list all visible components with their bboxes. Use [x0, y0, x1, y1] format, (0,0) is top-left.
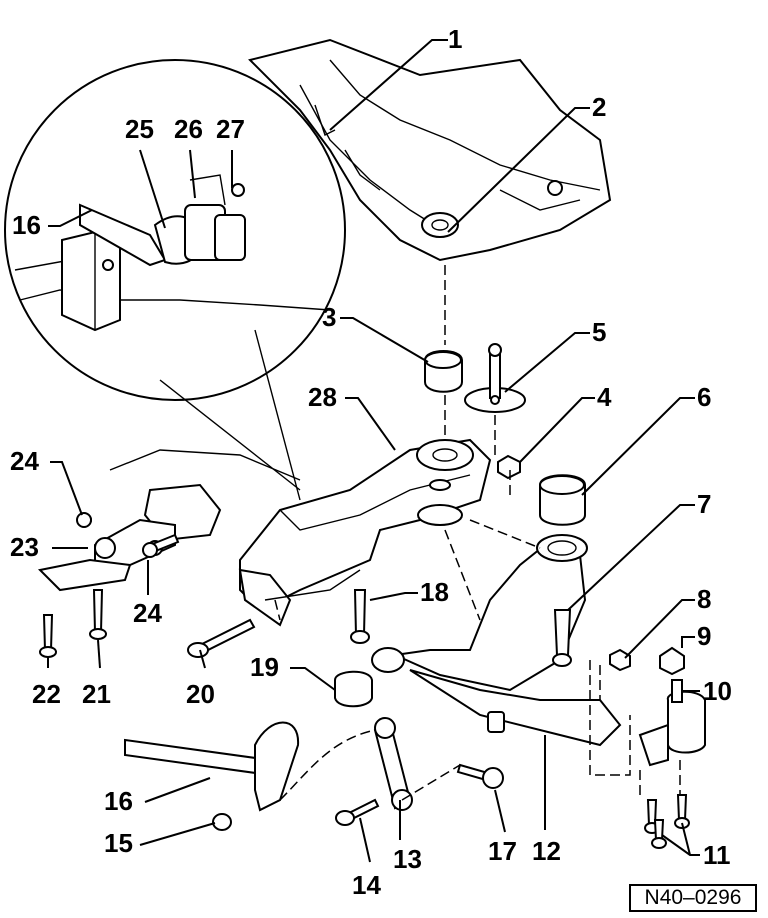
inset-reference-lines: [159, 329, 301, 501]
callout-3: 3: [322, 302, 336, 332]
control-arm: [371, 534, 622, 747]
ball-joint: [638, 679, 706, 767]
mounting-bolt-washer: [464, 343, 526, 413]
callout-19: 19: [250, 652, 279, 682]
callout-6: 6: [697, 382, 711, 412]
callout-4: 4: [597, 382, 612, 412]
leader-lines: [47, 39, 700, 863]
callout-11: 11: [703, 840, 731, 870]
callout-24-top: 24: [10, 446, 39, 476]
callout-5: 5: [592, 317, 606, 347]
anti-roll-bar-and-link: [124, 717, 413, 831]
callout-14: 14: [352, 870, 381, 900]
callout-25: 25: [125, 114, 154, 144]
callout-24-bottom: 24: [133, 598, 162, 628]
callout-27: 27: [216, 114, 245, 144]
subframe-crossmember: [238, 438, 492, 627]
callout-16-main: 16: [104, 786, 133, 816]
callout-17: 17: [488, 836, 517, 866]
callout-22: 22: [32, 679, 61, 709]
callout-8: 8: [697, 584, 711, 614]
callout-28: 28: [308, 382, 337, 412]
assembly-guide-lines: [274, 265, 681, 801]
callout-12: 12: [532, 836, 561, 866]
vehicle-body-panel: [248, 38, 612, 262]
callout-20: 20: [186, 679, 215, 709]
callout-1: 1: [448, 24, 462, 54]
callout-23: 23: [10, 532, 39, 562]
detail-inset-circle: [4, 59, 346, 401]
callout-10: 10: [703, 676, 732, 706]
bolts: [39, 512, 690, 849]
figure-reference-code: N40–0296: [629, 884, 757, 912]
callout-9: 9: [697, 621, 711, 651]
callout-7: 7: [697, 489, 711, 519]
bushings: [334, 350, 586, 708]
callout-13: 13: [393, 844, 422, 874]
nuts: [497, 454, 685, 676]
callout-26: 26: [174, 114, 203, 144]
callout-2: 2: [592, 92, 606, 122]
callout-labels: 1 2 3 4 5 6 7 8 9 10 11 12 13 14 15 16 1…: [10, 24, 732, 900]
callout-15: 15: [104, 828, 133, 858]
callout-18: 18: [420, 577, 449, 607]
callout-21: 21: [82, 679, 111, 709]
callout-16-inset: 16: [12, 210, 41, 240]
